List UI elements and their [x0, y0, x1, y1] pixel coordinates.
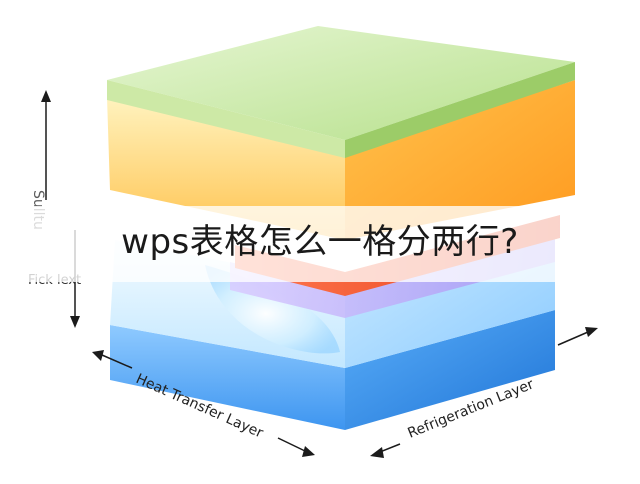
right-arrow-segment-b — [557, 331, 589, 346]
layer-base-right-face — [345, 310, 555, 430]
left-arrow-head-b — [302, 446, 315, 457]
headline-banner — [0, 206, 640, 282]
layer-purple-face — [230, 238, 555, 318]
layer-top — [107, 26, 575, 158]
layer-orange-left-face — [107, 97, 345, 240]
layer-top-left-edge — [107, 80, 345, 158]
left-arrow-segment-b — [277, 437, 306, 452]
layer-orange-right-face — [345, 80, 575, 240]
left-arrow-head-a — [92, 350, 104, 361]
right-arrow-head-a — [370, 447, 384, 458]
layer-orange — [107, 80, 575, 240]
layer-top-right-edge — [345, 62, 575, 158]
vertical-arrow-up-head — [41, 90, 51, 102]
layer-purple — [230, 238, 555, 318]
right-arrow-segment-a — [379, 443, 401, 453]
layer-top-surface — [107, 26, 575, 140]
vertical-arrow-down-head — [70, 316, 80, 328]
right-arrow-head-b — [585, 327, 598, 337]
left-diagonal-arrow — [92, 350, 315, 457]
layer-base — [110, 310, 555, 430]
layer-base-left-face — [110, 325, 345, 430]
right-diagonal-arrow — [370, 327, 598, 458]
headline-text: wps表格怎么一格分两行? — [121, 222, 519, 262]
left-arrow-segment-a — [101, 354, 133, 369]
